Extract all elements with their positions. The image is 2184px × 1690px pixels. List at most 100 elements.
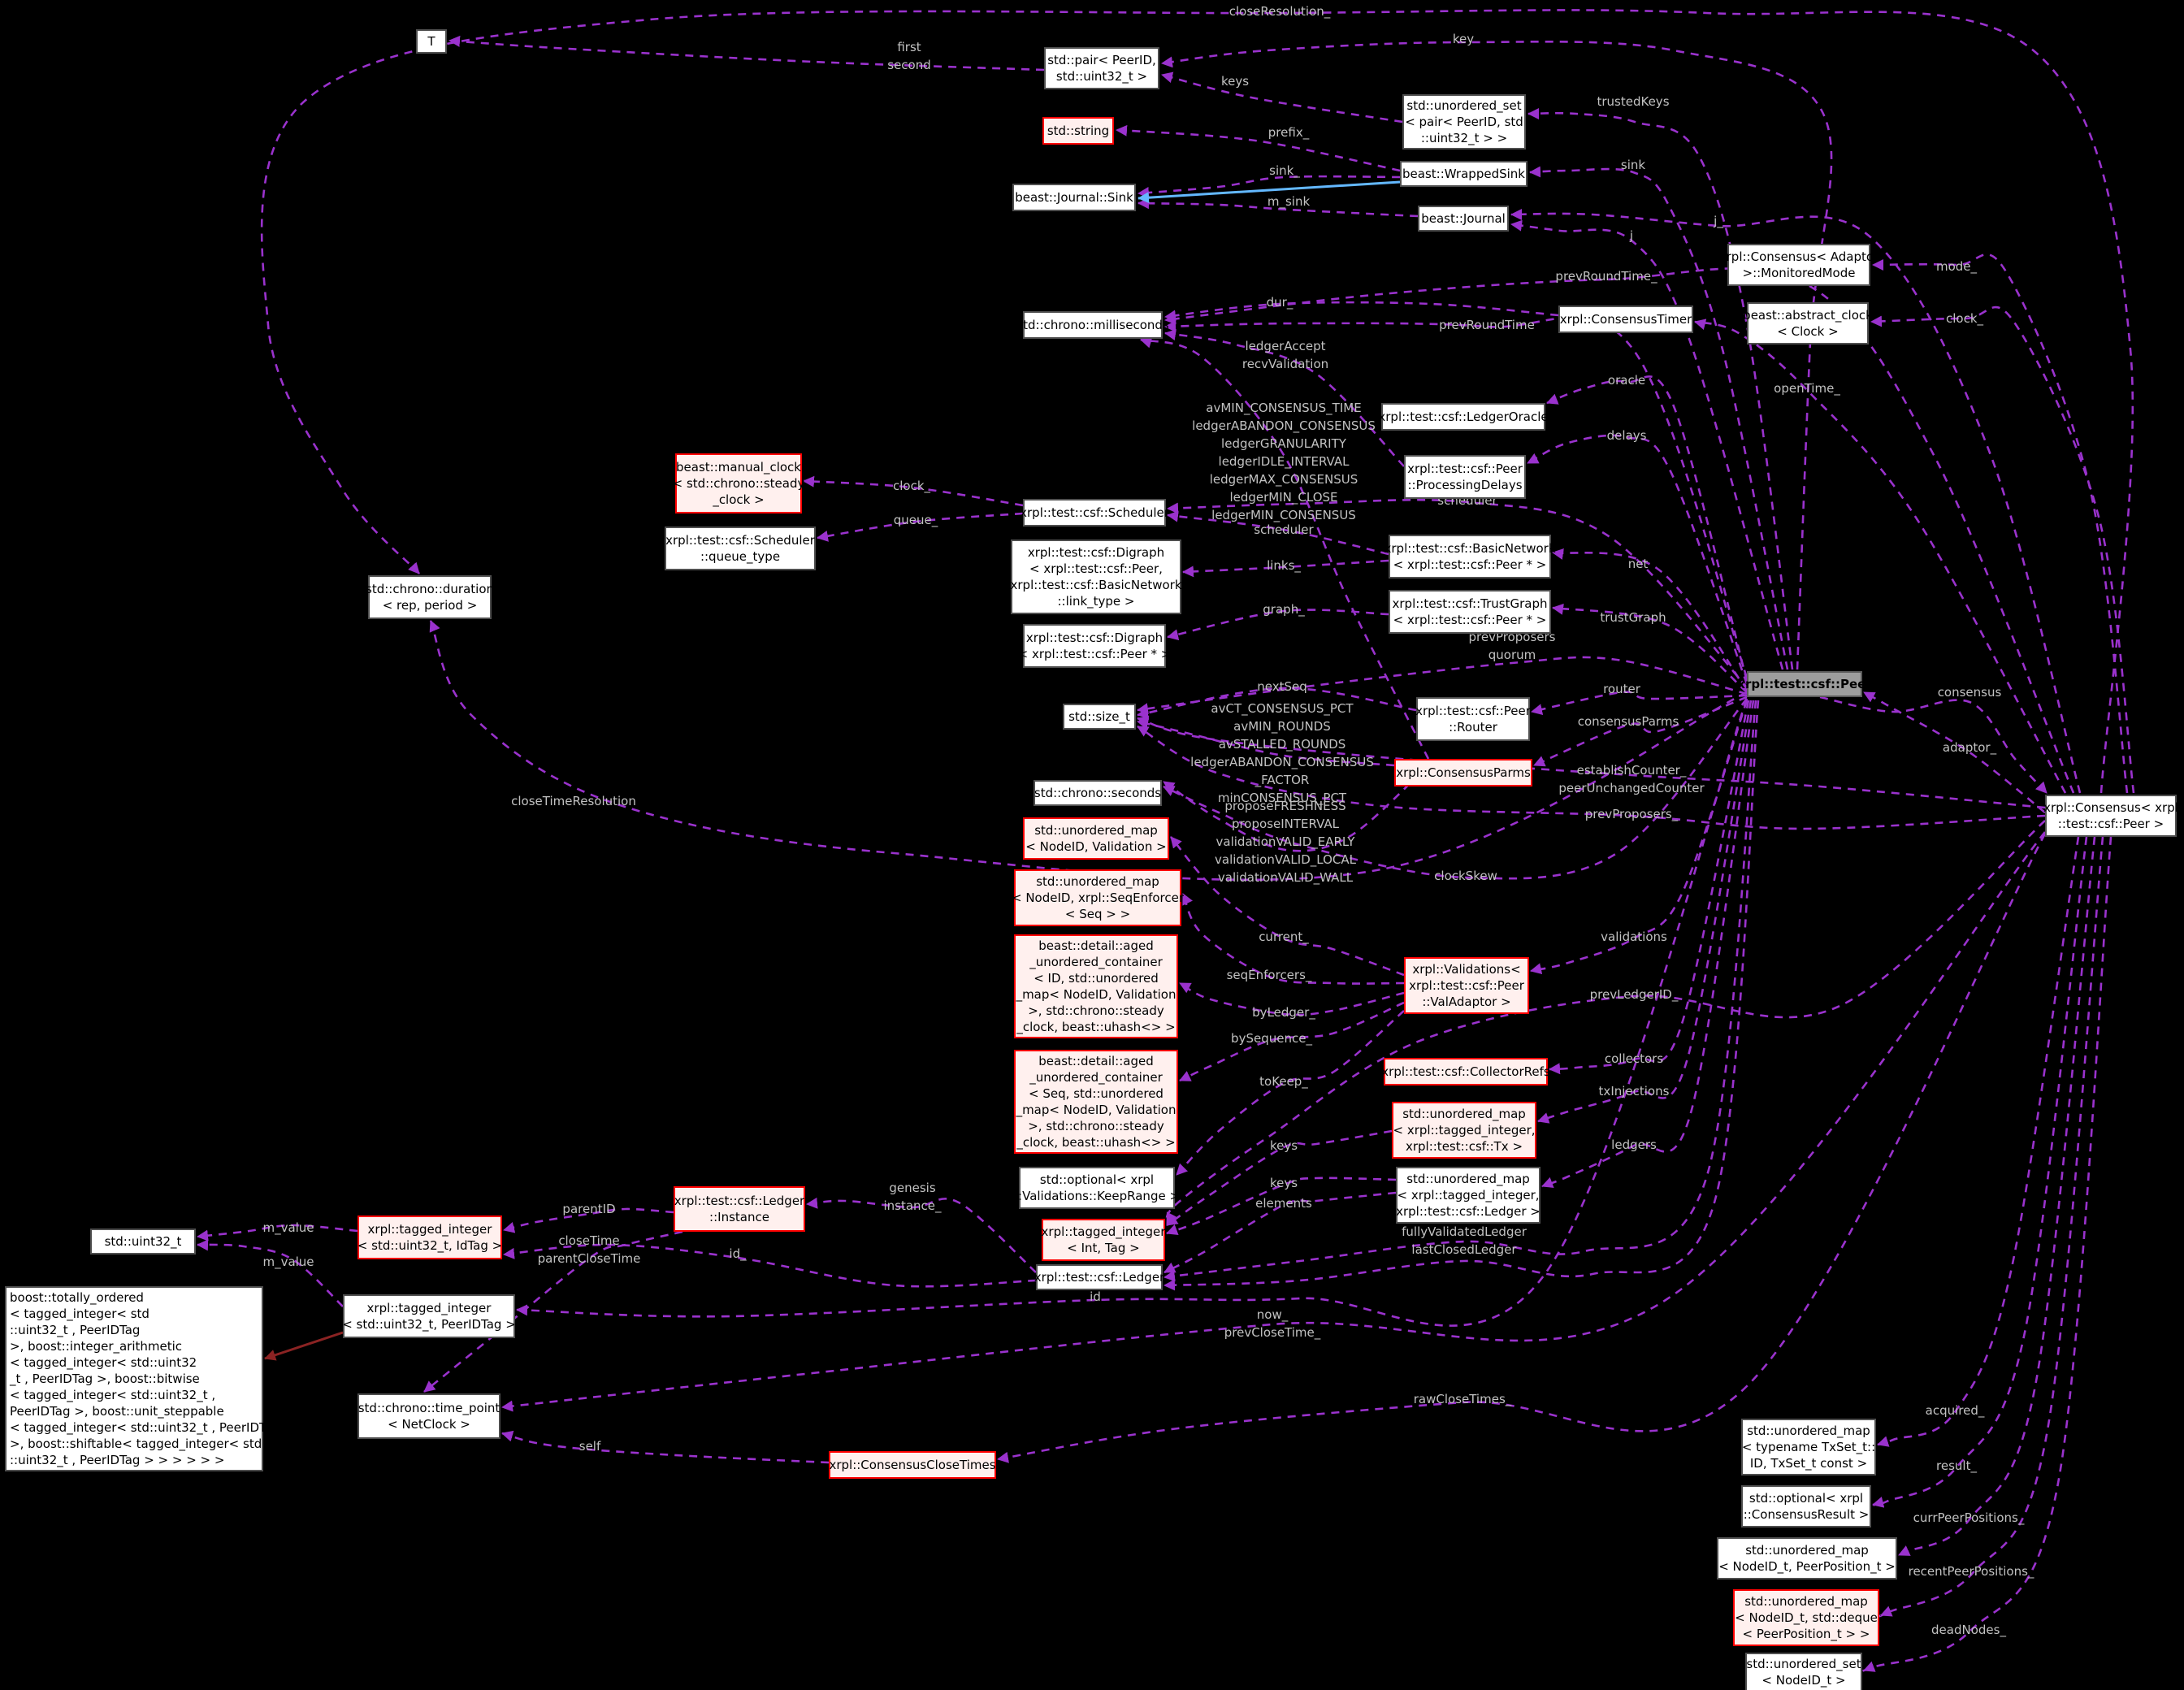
node-digraph2[interactable]: xrpl::test::csf::Digraph< xrpl::test::cs… — [1018, 624, 1171, 668]
node-peer[interactable]: xrpl::test::csf::Peer — [1737, 671, 1872, 697]
node-label-line: std::unordered_set — [1746, 1657, 1861, 1671]
node-label-line: std::unordered_map — [1036, 874, 1159, 889]
node-uint32[interactable]: std::uint32_t — [90, 1228, 196, 1254]
edge-label: acquired_ — [1925, 1403, 1985, 1418]
edge-53 — [1164, 700, 1757, 1282]
node-qtype[interactable]: xrpl::test::csf::Scheduler::queue_type — [665, 526, 816, 570]
node-tagint[interactable]: xrpl::tagged_integer< Int, Tag > — [1042, 1219, 1165, 1261]
node-instance[interactable]: xrpl::test::csf::Ledger::Instance — [674, 1186, 805, 1232]
edge-label: closeResolution_ — [1228, 4, 1331, 19]
edge-68 — [1897, 836, 2096, 1557]
node-millis[interactable]: std::chrono::milliseconds — [1016, 311, 1169, 339]
edge-label: dur_ — [1266, 295, 1294, 310]
node-label-line: ::Validations::KeepRange > — [1013, 1189, 1181, 1203]
node-basicnet[interactable]: xrpl::test::csf::BasicNetwork< xrpl::tes… — [1384, 535, 1556, 578]
node-peeridtag[interactable]: xrpl::tagged_integer< std::uint32_t, Pee… — [342, 1294, 516, 1338]
node-timepoint[interactable]: std::chrono::time_point< NetClock > — [358, 1393, 500, 1439]
node-closetimes[interactable]: xrpl::ConsensusCloseTimes — [829, 1451, 996, 1479]
edge-54 — [1164, 700, 1760, 1291]
edge-label: ledgers — [1611, 1138, 1657, 1152]
edge-label: toKeep_ — [1259, 1074, 1308, 1089]
node-keeprange[interactable]: std::optional< xrpl::Validations::KeepRa… — [1014, 1167, 1180, 1209]
edge-36 — [1137, 725, 2046, 830]
node-label-line: ::queue_type — [700, 549, 781, 564]
node-label-line: std::unordered_map — [1034, 823, 1158, 838]
node-umapnv[interactable]: std::unordered_map< NodeID, Validation > — [1023, 817, 1169, 860]
edge-13 — [1872, 253, 2129, 794]
node-umaptxset[interactable]: std::unordered_map< typename TxSet_t::ID… — [1741, 1419, 1876, 1476]
node-label-line: xrpl::ConsensusParms — [1396, 765, 1531, 780]
node-label-line: xrpl::tagged_integer — [366, 1301, 492, 1315]
edge-3 — [260, 9, 2134, 794]
node-validations[interactable]: xrpl::Validations<xrpl::test::csf::Peer:… — [1404, 957, 1529, 1014]
node-sched[interactable]: xrpl::test::csf::Scheduler — [1020, 499, 1169, 526]
edge-24 — [1167, 510, 1389, 556]
node-optresult[interactable]: std::optional< xrpl::ConsensusResult > — [1741, 1485, 1871, 1528]
node-parms[interactable]: xrpl::ConsensusParms — [1394, 759, 1532, 786]
node-pair[interactable]: std::pair< PeerID,std::uint32_t > — [1044, 47, 1159, 89]
node-absclock[interactable]: beast::abstract_clock< Clock > — [1743, 302, 1873, 344]
node-constimer[interactable]: xrpl::ConsensusTimer — [1558, 306, 1693, 333]
node-umapledger[interactable]: std::unordered_map< xrpl::tagged_integer… — [1396, 1167, 1540, 1224]
edge-65 — [997, 833, 2047, 1463]
node-label-line: xrpl::test::csf::Ledger — [674, 1194, 805, 1208]
edge-25 — [803, 475, 1024, 507]
node-label-line: std::chrono::time_point — [358, 1401, 500, 1415]
node-journal[interactable]: beast::Journal — [1418, 206, 1509, 232]
node-umapdeque[interactable]: std::unordered_map< NodeID_t, std::deque… — [1733, 1589, 1879, 1646]
node-label-line: < typename TxSet_t:: — [1741, 1440, 1876, 1454]
node-label-line: std::unordered_set — [1406, 98, 1522, 113]
edge-38 — [1163, 698, 1748, 880]
node-label-line: ::Router — [1449, 720, 1497, 734]
edge-71 — [1819, 696, 2048, 794]
node-label-line: ::Instance — [709, 1210, 769, 1224]
node-sizet[interactable]: std::size_t — [1063, 704, 1136, 730]
node-umappeerpos[interactable]: std::unordered_map< NodeID_t, PeerPositi… — [1717, 1537, 1897, 1580]
node-router[interactable]: xrpl::test::csf::Peer::Router — [1415, 697, 1531, 741]
node-ledgerbox[interactable]: xrpl::test::csf::Ledger — [1034, 1264, 1164, 1290]
node-label-line: std::unordered_map — [1747, 1424, 1870, 1438]
edge-63 — [501, 831, 2047, 1412]
node-trustg[interactable]: xrpl::test::csf::TrustGraph< xrpl::test:… — [1389, 590, 1551, 634]
edge-64 — [501, 1430, 830, 1464]
node-umaptx[interactable]: std::unordered_map< xrpl::tagged_integer… — [1392, 1102, 1536, 1159]
node-label-line: < NodeID_t, std::deque — [1735, 1610, 1878, 1625]
edge-label: clock_ — [1945, 311, 1984, 326]
edge-label: bySequence_ — [1231, 1031, 1312, 1046]
node-string[interactable]: std::string — [1042, 117, 1114, 145]
node-seconds[interactable]: std::chrono::seconds — [1034, 780, 1162, 806]
node-agedseq[interactable]: beast::detail::aged_unordered_container<… — [1014, 1050, 1178, 1154]
edge-label: clockSkew — [1434, 869, 1497, 883]
node-wsink[interactable]: beast::WrappedSink — [1400, 161, 1528, 187]
node-jsink[interactable]: beast::Journal::Sink — [1012, 184, 1136, 211]
node-label-line: xrpl::test::csf::Peer — [1409, 978, 1524, 993]
node-manclock[interactable]: beast::manual_clock< std::chrono::steady… — [672, 453, 805, 514]
edge-59 — [197, 1239, 344, 1307]
node-procdelays[interactable]: xrpl::test::csf::Peer::ProcessingDelays — [1404, 455, 1526, 499]
node-label-line: std::chrono::seconds — [1034, 786, 1162, 800]
node-oracle[interactable]: xrpl::test::csf::LedgerOracle — [1378, 403, 1549, 431]
node-usetnodeid[interactable]: std::unordered_set< NodeID_t > — [1745, 1653, 1862, 1690]
node-label-line: < std::uint32_t, PeerIDTag > — [342, 1317, 516, 1332]
node-collref[interactable]: xrpl::test::csf::CollectorRefs — [1381, 1058, 1550, 1086]
node-digraph1[interactable]: xrpl::test::csf::Digraph< xrpl::test::cs… — [1011, 540, 1182, 614]
node-usetpair[interactable]: std::unordered_set< pair< PeerID, std::u… — [1402, 94, 1526, 150]
edge-label: graph_ — [1263, 602, 1305, 617]
node-label-line: std::pair< PeerID, — [1047, 53, 1156, 67]
node-umapseq[interactable]: std::unordered_map< NodeID, xrpl::SeqEnf… — [1012, 869, 1184, 926]
node-label-line: PeerIDTag >, boost::unit_steppable — [10, 1404, 224, 1419]
node-consensus[interactable]: xrpl::Consensus< xrpl::test::csf::Peer > — [2043, 795, 2178, 837]
node-duration[interactable]: std::chrono::duration< rep, period > — [366, 575, 494, 619]
edge-41 — [1181, 893, 1405, 985]
node-label-line: < std::chrono::steady — [672, 476, 805, 491]
node-T[interactable]: T — [416, 29, 447, 54]
node-agedid[interactable]: beast::detail::aged_unordered_container<… — [1014, 934, 1178, 1038]
node-idtag[interactable]: xrpl::tagged_integer< std::uint32_t, IdT… — [358, 1216, 502, 1259]
edge-67 — [1872, 836, 2088, 1508]
node-boost[interactable]: boost::totally_ordered< tagged_integer< … — [5, 1286, 280, 1471]
node-label-line: std::unordered_map — [1745, 1543, 1869, 1558]
node-monmode[interactable]: xrpl::Consensus< Adaptor>::MonitoredMode — [1719, 244, 1878, 286]
node-label-line: >, std::chrono::steady — [1028, 1119, 1164, 1133]
